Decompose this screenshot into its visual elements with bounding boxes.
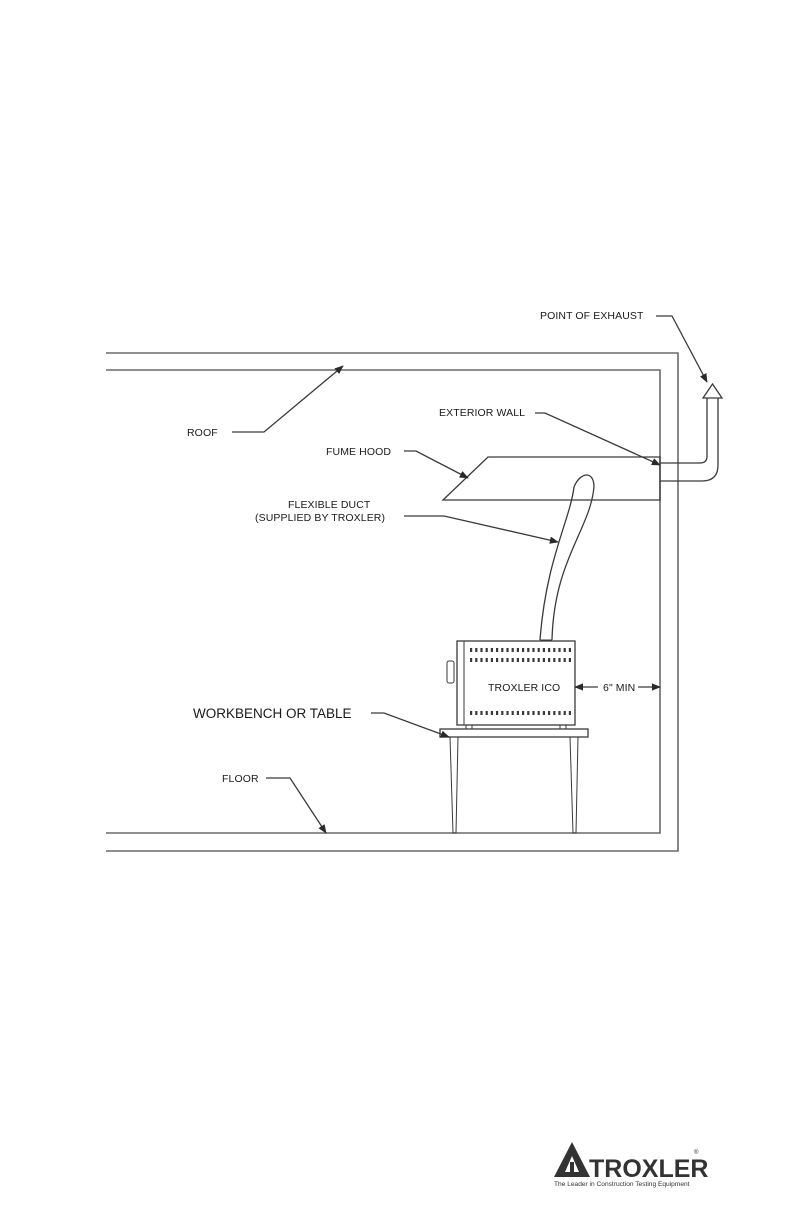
troxler-ico-unit: TROXLER ICO [447, 641, 575, 729]
troxler-ico-label: TROXLER ICO [488, 682, 560, 694]
logo-name: TROXLER [589, 1155, 708, 1183]
workbench-label: WORKBENCH OR TABLE [193, 706, 352, 721]
logo-registered: ® [694, 1149, 699, 1156]
exhaust-pipe [660, 384, 722, 481]
logo-tagline: The Leader in Construction Testing Equip… [554, 1181, 690, 1188]
fume-hood-label: FUME HOOD [326, 446, 391, 458]
point-of-exhaust-label: POINT OF EXHAUST [540, 310, 644, 322]
roof-label: ROOF [187, 427, 218, 439]
flexible-duct-label: FLEXIBLE DUCT [288, 499, 371, 511]
workbench-table [440, 729, 588, 833]
floor-label: FLOOR [222, 773, 259, 785]
flexible-duct-sub-label: (SUPPLIED BY TROXLER) [255, 512, 385, 524]
troxler-logo: TROXLER ® The Leader in Construction Tes… [554, 1142, 708, 1188]
fume-hood [443, 457, 660, 500]
exterior-wall-label: EXTERIOR WALL [439, 407, 525, 419]
six-inch-min-label: 6" MIN [603, 682, 635, 694]
leader-lines [232, 316, 707, 833]
